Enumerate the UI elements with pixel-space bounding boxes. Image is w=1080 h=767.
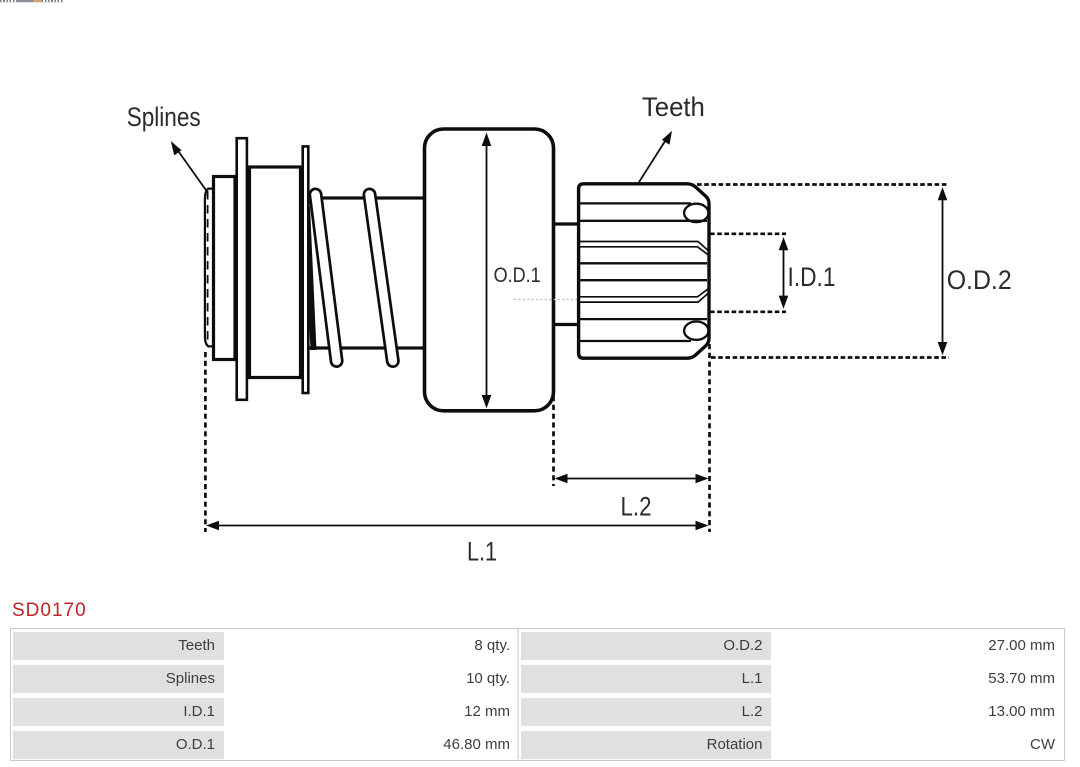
- svg-text:I.D.1: I.D.1: [788, 262, 836, 292]
- svg-text:O.D.2: O.D.2: [947, 265, 1012, 295]
- svg-text:L.1: L.1: [467, 537, 497, 567]
- svg-text:Splines: Splines: [127, 102, 201, 132]
- svg-text:L.2: L.2: [621, 492, 652, 522]
- svg-text:Teeth: Teeth: [642, 92, 705, 122]
- svg-text:O.D.1: O.D.1: [494, 264, 541, 287]
